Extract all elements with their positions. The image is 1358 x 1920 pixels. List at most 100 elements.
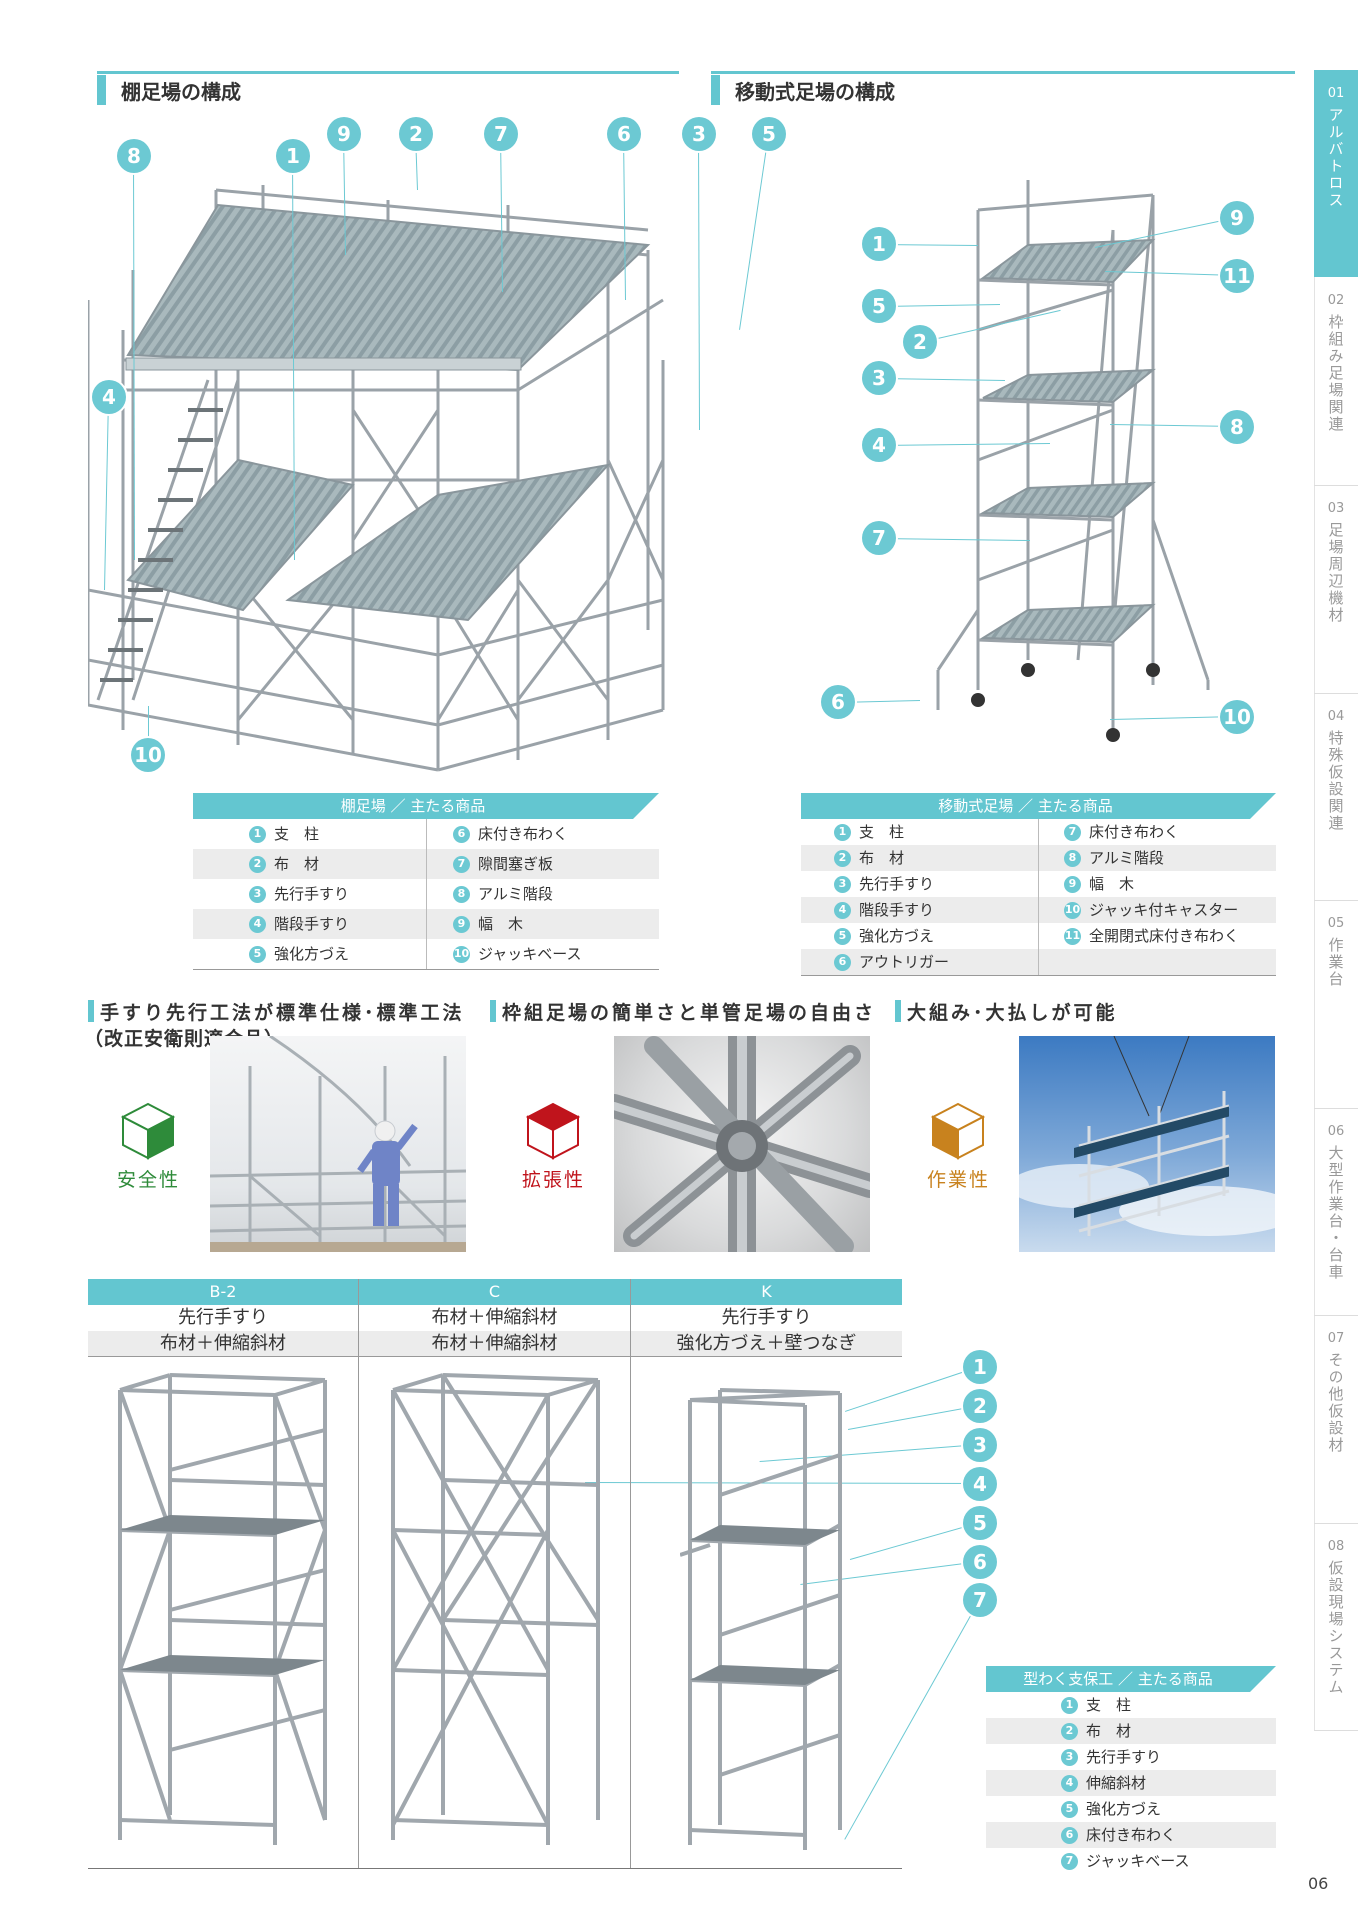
- item-label: アルミ階段: [1089, 849, 1164, 867]
- callout-6: 6: [607, 117, 641, 151]
- item-number-badge: 9: [453, 915, 470, 933]
- feature-label: 拡張性: [522, 1169, 586, 1191]
- item-label: 布 材: [274, 855, 320, 873]
- callout-1: 1: [862, 227, 896, 261]
- tower-c-illustration: [391, 1373, 600, 1845]
- item-label: 強化方づえ: [274, 945, 350, 963]
- callout-2: 2: [399, 117, 433, 151]
- item-label: 布 材: [859, 849, 905, 867]
- feature-label: 安全性: [117, 1169, 181, 1191]
- item-number-badge: 4: [249, 915, 266, 933]
- item-number-badge: 1: [1061, 1696, 1078, 1714]
- callout-5: 5: [963, 1506, 997, 1540]
- page-number: 06: [1308, 1874, 1329, 1893]
- sidebar-tab-07[interactable]: 07 その他仮設材: [1314, 1315, 1358, 1524]
- sidebar-tab-label: 枠組み足場関連: [1326, 314, 1345, 433]
- column-divider: [426, 879, 427, 909]
- item-number-badge: 2: [834, 849, 851, 867]
- cube-icon: [525, 1102, 581, 1160]
- item-number-badge: 7: [453, 855, 470, 873]
- table-header-arrow: [1250, 1666, 1276, 1692]
- sidebar-tab-number: 07: [1327, 1331, 1345, 1346]
- item-label: 支 柱: [859, 823, 905, 841]
- table-cell: 10 ジャッキベース: [453, 939, 582, 969]
- comparison-line-2: 強化方づえ＋壁つなぎ: [631, 1331, 902, 1357]
- section-title-right: 移動式足場の構成: [735, 80, 895, 104]
- worker-photo: [210, 1036, 466, 1252]
- item-label: 幅 木: [1089, 875, 1135, 893]
- column-divider: [630, 1279, 631, 1868]
- callout-8: 8: [117, 139, 151, 173]
- column-divider: [426, 849, 427, 879]
- comparison-line-1: 先行手すり: [721, 1307, 812, 1328]
- section-marker: [711, 75, 720, 105]
- item-label: アルミ階段: [478, 885, 553, 903]
- section-marker: [97, 75, 106, 105]
- item-label: ジャッキベース: [478, 945, 582, 963]
- section-divider: [711, 71, 1295, 74]
- table-header: 棚足場 ／ 主たる商品: [193, 793, 633, 819]
- item-number-badge: 10: [1064, 901, 1081, 919]
- item-number-badge: 2: [1061, 1722, 1078, 1740]
- callout-4: 4: [963, 1467, 997, 1501]
- item-label: アウトリガー: [859, 953, 950, 971]
- leader-line: [849, 1522, 980, 1560]
- column-divider: [1038, 949, 1039, 975]
- callout-6: 6: [821, 685, 855, 719]
- lower-deck-left: [126, 458, 355, 612]
- table-bottom-rule: [193, 969, 659, 970]
- mobile-scaffold-illustration: [936, 180, 1210, 742]
- worker-figure: [357, 1120, 418, 1226]
- table-cell: 8 アルミ階段: [1064, 845, 1164, 871]
- item-number-badge: 6: [453, 825, 470, 843]
- table-row: 2 布 材 8 アルミ階段: [801, 845, 1276, 871]
- callout-3: 3: [963, 1428, 997, 1462]
- feature-title: 大組み･大払しが可能: [907, 1002, 1118, 1024]
- feature-label: 作業性: [927, 1169, 991, 1191]
- callout-2: 2: [903, 325, 937, 359]
- table-bottom-rule: [801, 975, 1276, 976]
- sidebar-tab-label: その他仮設材: [1326, 1352, 1345, 1454]
- item-number-badge: 8: [1064, 849, 1081, 867]
- comparison-line-2: 布材＋伸縮斜材: [88, 1331, 358, 1357]
- comparison-line-2: 布材＋伸縮斜材: [359, 1331, 630, 1357]
- item-number-badge: 11: [1064, 927, 1081, 945]
- lower-deck-right: [285, 463, 611, 622]
- callout-6: 6: [963, 1545, 997, 1579]
- callout-2: 2: [963, 1389, 997, 1423]
- sidebar-tab-number: 05: [1327, 916, 1345, 931]
- item-number-badge: 10: [453, 945, 470, 963]
- tower-b2-illustration: [118, 1373, 327, 1845]
- callout-3: 3: [682, 117, 716, 151]
- item-label: 床付き布わく: [1089, 823, 1180, 841]
